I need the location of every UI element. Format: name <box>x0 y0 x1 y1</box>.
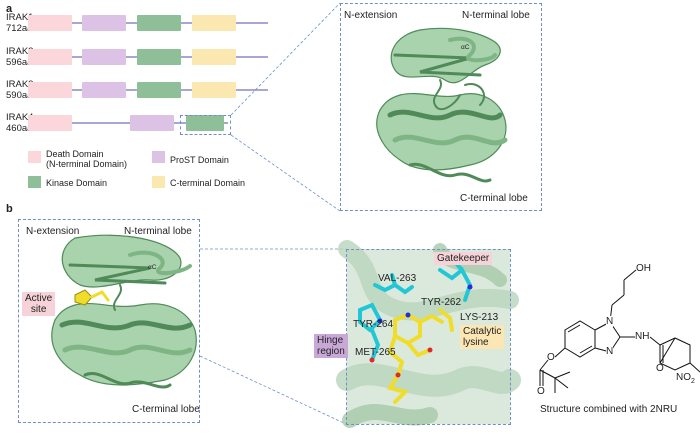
atom-nh: NH <box>635 331 650 342</box>
structure-a-n-terminal-lobe: N-terminal lobe <box>462 10 530 21</box>
gene-backbone-line <box>28 122 228 124</box>
structure-box-a <box>340 3 542 211</box>
legend-death-label: Death Domain (N-terminal Domain) <box>46 149 128 169</box>
label-met265: MET-265 <box>355 347 396 358</box>
domain-block-death <box>28 49 72 65</box>
gene-length: 596aa <box>6 57 33 68</box>
domain-block-prost <box>82 82 126 98</box>
gene-length: 460aa <box>6 123 33 134</box>
domain-block-prost <box>82 49 126 65</box>
atom-oh: OH <box>636 263 651 274</box>
domain-block-death <box>28 15 72 31</box>
structure-b-alpha-c: αC <box>148 264 157 271</box>
atom-o-ester: O <box>547 352 555 363</box>
active-site-tag: Active site <box>22 292 56 316</box>
legend-swatch-kinase <box>28 176 41 188</box>
domain-block-cterm <box>192 15 236 31</box>
connector-line-bottom <box>230 134 341 212</box>
legend-swatch-death <box>28 151 41 163</box>
legend-kinase-label: Kinase Domain <box>46 178 108 188</box>
structure-box-b <box>18 219 200 423</box>
structure-a-n-extension: N-extension <box>344 10 398 21</box>
atom-no2-sub: 2 <box>691 378 695 385</box>
gene-name: IRAK2 <box>6 46 34 57</box>
domain-block-death <box>28 115 72 131</box>
irak4-kinase-highlight <box>180 115 231 135</box>
legend-swatch-cterm <box>152 176 165 188</box>
legend-swatch-prost <box>152 151 165 163</box>
molecule-caption: Structure combined with 2NRU <box>540 404 678 415</box>
structure-b-n-terminal-lobe: N-terminal lobe <box>124 226 192 237</box>
domain-block-prost <box>82 15 126 31</box>
gene-length: 712aa <box>6 23 33 34</box>
atom-no2: NO2 <box>676 372 695 385</box>
legend-prost-label: ProST Domain <box>170 155 229 165</box>
domain-block-kinase <box>137 15 181 31</box>
label-tyr264: TYR-264 <box>353 319 394 330</box>
kinase-structure-a <box>376 27 508 183</box>
atom-no2-main: NO <box>676 372 691 383</box>
domain-block-prost <box>130 115 174 131</box>
connector-b-bottom <box>199 355 347 425</box>
atom-n-ring: N <box>606 346 614 357</box>
domain-block-cterm <box>192 49 236 65</box>
legend-cterm-label: C-terminal Domain <box>170 178 246 188</box>
domain-block-kinase <box>186 115 224 131</box>
structure-a-alpha-c: αC <box>461 44 470 51</box>
gene-name: IRAK4 <box>6 112 34 123</box>
domain-block-cterm <box>192 82 236 98</box>
panel-label-a: a <box>6 3 13 15</box>
gene-name: IRAK3 <box>6 79 34 90</box>
connector-line-top <box>230 2 341 116</box>
gene-name: IRAK1 <box>6 12 34 23</box>
panel-label-b: b <box>6 203 13 215</box>
structure-b-n-extension: N-extension <box>26 226 80 237</box>
domain-block-death <box>28 82 72 98</box>
structure-a-c-terminal-lobe: C-terminal lobe <box>460 193 528 204</box>
gatekeeper-tag: Gatekeeper <box>434 252 493 265</box>
atom-o-carbonyl1: O <box>537 386 545 397</box>
label-lys213: LYS-213 <box>460 312 499 323</box>
gene-length: 590aa <box>6 90 33 101</box>
kinase-structure-b <box>51 234 197 389</box>
catalytic-lysine-tag: Catalytic lysine <box>460 325 505 349</box>
label-tyr262: TYR-262 <box>421 297 462 308</box>
hinge-region-tag: Hinge region <box>314 334 348 358</box>
structure-b-c-terminal-lobe: C-terminal lobe <box>132 404 200 415</box>
label-val263: VAL-263 <box>378 273 417 284</box>
atom-n-top: N <box>606 316 614 327</box>
domain-block-kinase <box>137 82 181 98</box>
domain-block-kinase <box>137 49 181 65</box>
atom-o-carbonyl2: O <box>656 363 664 374</box>
